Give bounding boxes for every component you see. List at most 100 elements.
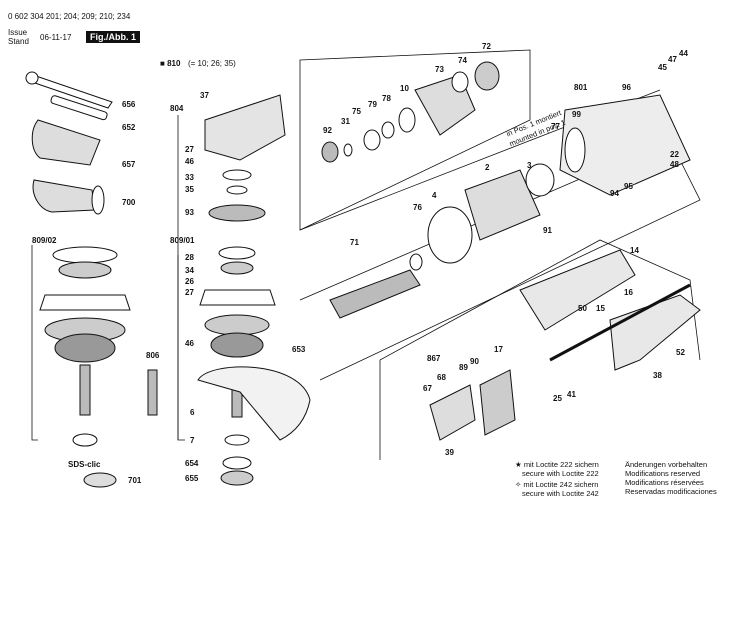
callout-89: 89 bbox=[459, 363, 468, 372]
spindle bbox=[79, 364, 91, 416]
callout-26: 26 bbox=[185, 277, 194, 286]
callout-73: 73 bbox=[435, 65, 444, 74]
panel-gear-head bbox=[299, 49, 531, 231]
callout-15: 15 bbox=[596, 304, 605, 313]
callout-96: 96 bbox=[622, 83, 631, 92]
callout-44: 44 bbox=[679, 49, 688, 58]
figure-label: Fig./Abb. 1 bbox=[86, 31, 140, 43]
callout-50: 50 bbox=[578, 304, 587, 313]
wheel-guard bbox=[197, 366, 311, 441]
switch-867 bbox=[429, 384, 476, 441]
cable-16 bbox=[549, 283, 691, 362]
issue-label: Issue bbox=[8, 28, 28, 37]
modifications-en: Modifications reserved bbox=[625, 469, 701, 478]
callout-652: 652 bbox=[122, 123, 136, 132]
group-sds-clic: SDS-clic bbox=[68, 460, 101, 469]
loctite-242-note: ✧ mit Loctite 242 sichern bbox=[515, 480, 599, 489]
callout-78: 78 bbox=[382, 94, 391, 103]
callout-653: 653 bbox=[292, 345, 306, 354]
loctite-222-note-en: secure with Loctite 222 bbox=[522, 469, 599, 478]
callout-7: 7 bbox=[190, 436, 195, 445]
callout-655: 655 bbox=[185, 474, 199, 483]
loctite-222-note: ★ mit Loctite 222 sichern bbox=[515, 460, 599, 469]
callout-25: 25 bbox=[553, 394, 562, 403]
callout-2: 2 bbox=[485, 163, 490, 172]
face-spanner bbox=[50, 95, 108, 121]
part-number: 0 602 304 201; 204; 209; 210; 234 bbox=[8, 12, 131, 21]
issue-date: 06-11-17 bbox=[40, 33, 72, 42]
callout-48: 48 bbox=[670, 160, 679, 169]
callout-35: 35 bbox=[185, 185, 194, 194]
callout-75: 75 bbox=[352, 107, 361, 116]
handle-cover-15 bbox=[609, 294, 701, 371]
callout-41: 41 bbox=[567, 390, 576, 399]
ring-4 bbox=[427, 206, 473, 264]
callout-804: 804 bbox=[170, 104, 184, 113]
callout-91: 91 bbox=[543, 226, 552, 235]
callout-95: 95 bbox=[624, 182, 633, 191]
motor-housing bbox=[559, 94, 691, 196]
auxiliary-handle bbox=[31, 119, 101, 166]
callout-10: 10 bbox=[400, 84, 409, 93]
callout-45: 45 bbox=[658, 63, 667, 72]
callout-34: 34 bbox=[185, 266, 194, 275]
callout-801: 801 bbox=[574, 83, 588, 92]
switch-17 bbox=[479, 369, 516, 436]
set-contents: (= 10; 26; 35) bbox=[188, 59, 236, 68]
callout-31: 31 bbox=[341, 117, 350, 126]
spindle-806 bbox=[147, 369, 158, 416]
callout-74: 74 bbox=[458, 56, 467, 65]
callout-3: 3 bbox=[527, 161, 532, 170]
callout-701: 701 bbox=[128, 476, 142, 485]
callout-47: 47 bbox=[668, 55, 677, 64]
callout-14: 14 bbox=[630, 246, 639, 255]
callout-806: 806 bbox=[146, 351, 160, 360]
bearing-flange-02 bbox=[39, 246, 131, 447]
group-809-02: 809/02 bbox=[32, 236, 57, 245]
callout-37: 37 bbox=[200, 91, 209, 100]
callout-27b: 27 bbox=[185, 288, 194, 297]
callout-46b: 46 bbox=[185, 339, 194, 348]
callout-99: 99 bbox=[572, 110, 581, 119]
bevel-gear bbox=[208, 204, 266, 222]
callout-38: 38 bbox=[653, 371, 662, 380]
callout-657: 657 bbox=[122, 160, 136, 169]
sds-clic-nut bbox=[83, 472, 117, 488]
callout-76: 76 bbox=[413, 203, 422, 212]
callout-39: 39 bbox=[445, 448, 454, 457]
callout-4: 4 bbox=[432, 191, 437, 200]
callout-700: 700 bbox=[122, 198, 136, 207]
stand-label: Stand bbox=[8, 37, 29, 46]
callout-33: 33 bbox=[185, 173, 194, 182]
callout-6: 6 bbox=[190, 408, 195, 417]
callout-77: 77 bbox=[551, 122, 560, 131]
callout-94: 94 bbox=[610, 189, 619, 198]
callout-22: 22 bbox=[670, 150, 679, 159]
callout-93: 93 bbox=[185, 208, 194, 217]
callout-68: 68 bbox=[437, 373, 446, 382]
modifications-es: Reservadas modificaciones bbox=[625, 487, 717, 496]
callout-28: 28 bbox=[185, 253, 194, 262]
modifications-de: Änderungen vorbehalten bbox=[625, 460, 708, 469]
callout-17: 17 bbox=[494, 345, 503, 354]
callout-labels: 656 652 657 700 804 37 27 46 33 35 93 28… bbox=[122, 42, 688, 485]
bearing-flange-01 bbox=[197, 246, 311, 486]
callout-867: 867 bbox=[427, 354, 441, 363]
callout-71: 71 bbox=[350, 238, 359, 247]
handle-housing-14 bbox=[519, 249, 636, 331]
pinion-92 bbox=[321, 141, 339, 163]
callout-90: 90 bbox=[470, 357, 479, 366]
field-2 bbox=[464, 169, 541, 241]
set-label: ■ 810 bbox=[160, 59, 181, 68]
callout-92: 92 bbox=[323, 126, 332, 135]
callout-46a: 46 bbox=[185, 157, 194, 166]
vibration-handle bbox=[32, 179, 96, 213]
accessories-left bbox=[25, 71, 113, 215]
modifications-fr: Modifications réservées bbox=[625, 478, 704, 487]
callout-72: 72 bbox=[482, 42, 491, 51]
gear-housing bbox=[204, 94, 286, 222]
callout-656: 656 bbox=[122, 100, 136, 109]
callout-79: 79 bbox=[368, 100, 377, 109]
group-809-01: 809/01 bbox=[170, 236, 195, 245]
callout-67: 67 bbox=[423, 384, 432, 393]
